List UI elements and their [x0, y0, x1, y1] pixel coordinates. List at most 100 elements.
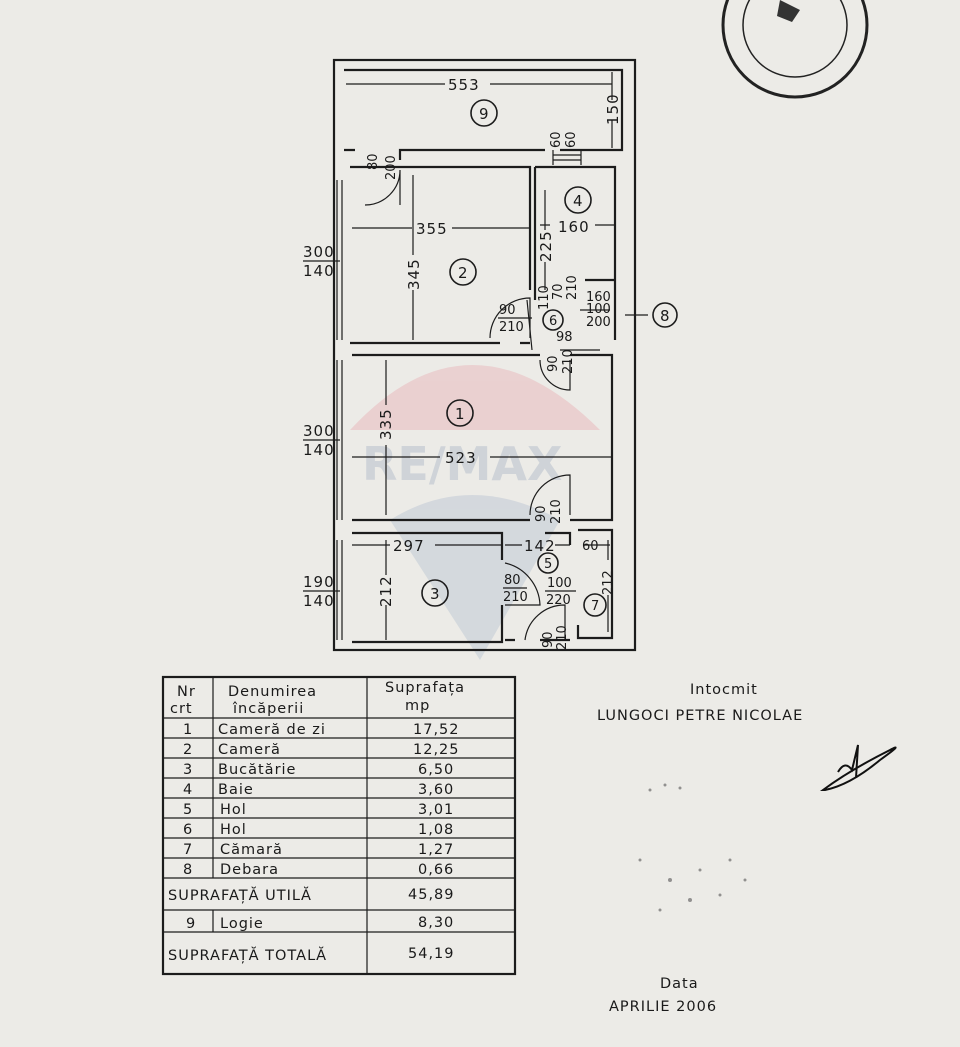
dim-label: 212 — [377, 575, 395, 607]
dim-label: 210 — [555, 625, 570, 650]
dim-label: 355 — [416, 220, 448, 238]
dim-label: 335 — [377, 408, 395, 440]
dim-label: 220 — [546, 593, 571, 608]
row-name: Cămară — [220, 842, 283, 858]
author-name: LUNGOCI PETRE NICOLAE — [597, 708, 803, 724]
header-area: Suprafața — [385, 680, 465, 696]
walls — [332, 58, 637, 652]
dim-label: 210 — [503, 590, 528, 605]
header-nr: Nr — [177, 684, 196, 700]
watermark-text: RE/MAX — [362, 437, 563, 491]
area-table: Nr crt Denumirea încăperii Suprafața mp … — [161, 675, 517, 976]
dim-label: 60 — [549, 131, 564, 148]
row-name: Baie — [218, 782, 254, 798]
table-row: 9 Logie 8,30 — [186, 915, 454, 932]
dim-label: 98 — [556, 330, 573, 345]
dim-label: 142 — [524, 537, 556, 555]
dim-label: 300 — [303, 243, 335, 261]
row-name: Hol — [220, 802, 247, 818]
signature — [819, 744, 897, 791]
date-label: Data — [660, 976, 699, 992]
dim-label: 100 — [547, 576, 572, 591]
dim-label: 297 — [393, 537, 425, 555]
dim-label: 210 — [565, 275, 580, 300]
door-swings — [364, 169, 610, 641]
row-area: 17,52 — [413, 722, 460, 738]
row-area: 6,50 — [418, 762, 454, 778]
dim-label: 300 — [303, 422, 335, 440]
room-1-label: 1 — [455, 405, 466, 423]
room-3-label: 3 — [430, 585, 441, 603]
dimension-labels: 553 150 60 60 80 200 355 345 160 225 300… — [303, 76, 622, 650]
dim-label: 90 — [499, 303, 516, 318]
dim-label: 210 — [549, 499, 564, 524]
header-name-2: încăperii — [232, 701, 304, 717]
room-6-label: 6 — [549, 314, 557, 329]
row-name: Debara — [220, 862, 279, 878]
header-crt: crt — [170, 701, 193, 717]
author-label: Intocmit — [690, 682, 758, 698]
header-name: Denumirea — [228, 684, 317, 700]
dim-label: 345 — [405, 258, 423, 290]
dim-label: 70 — [551, 283, 566, 300]
faded-stamp — [638, 783, 747, 912]
remax-watermark: RE/MAX — [350, 365, 600, 660]
table-row: 7 Cămară 1,27 — [183, 842, 454, 858]
dim-label: 140 — [303, 262, 335, 280]
row-nr: 9 — [186, 916, 196, 932]
dim-label: 60 — [582, 539, 599, 554]
row-nr: 3 — [183, 762, 193, 778]
stamp-seal — [721, 0, 869, 99]
room-labels: 9 2 4 6 8 1 5 3 7 — [421, 99, 678, 617]
dim-label: 210 — [499, 320, 524, 335]
room-7-label: 7 — [591, 599, 599, 614]
row-area: 1,27 — [418, 842, 454, 858]
row-name: Logie — [220, 916, 264, 932]
dim-label: 225 — [537, 230, 555, 262]
row-name: Bucătărie — [218, 762, 296, 778]
dimension-lines — [346, 72, 648, 640]
total-area-value: 54,19 — [408, 946, 455, 962]
row-area: 8,30 — [418, 915, 454, 931]
usable-area-value: 45,89 — [408, 887, 455, 903]
row-nr: 7 — [183, 842, 193, 858]
room-4-label: 4 — [573, 192, 584, 210]
room-9-label: 9 — [479, 105, 490, 123]
room-5-label: 5 — [544, 557, 552, 572]
dim-label: 210 — [561, 349, 576, 374]
row-area: 3,60 — [418, 782, 454, 798]
row-name: Cameră de zi — [218, 722, 326, 738]
dim-label: 200 — [384, 155, 399, 180]
dim-label: 140 — [303, 592, 335, 610]
dim-label: 90 — [541, 631, 556, 648]
row-nr: 6 — [183, 822, 193, 838]
row-name: Hol — [220, 822, 247, 838]
dim-label: 200 — [586, 315, 611, 330]
dim-label: 90 — [534, 505, 549, 522]
total-area-label: SUPRAFAȚĂ TOTALĂ — [168, 946, 327, 964]
dim-label: 80 — [366, 153, 381, 170]
row-area: 3,01 — [418, 802, 454, 818]
row-name: Cameră — [218, 742, 281, 758]
dim-label: 553 — [448, 76, 480, 94]
dim-label: 90 — [546, 355, 561, 372]
room-8-label: 8 — [660, 307, 671, 325]
dim-label: 140 — [303, 441, 335, 459]
dim-label: 110 — [537, 285, 552, 310]
header-unit: mp — [405, 698, 430, 714]
dim-label: 80 — [504, 573, 521, 588]
dim-label: 160 — [558, 218, 590, 236]
dim-label: 523 — [445, 449, 477, 467]
dim-label: 60 — [564, 131, 579, 148]
table-row: 4 Baie 3,60 — [183, 782, 454, 798]
table-row: 3 Bucătărie 6,50 — [183, 762, 454, 778]
row-nr: 4 — [183, 782, 193, 798]
